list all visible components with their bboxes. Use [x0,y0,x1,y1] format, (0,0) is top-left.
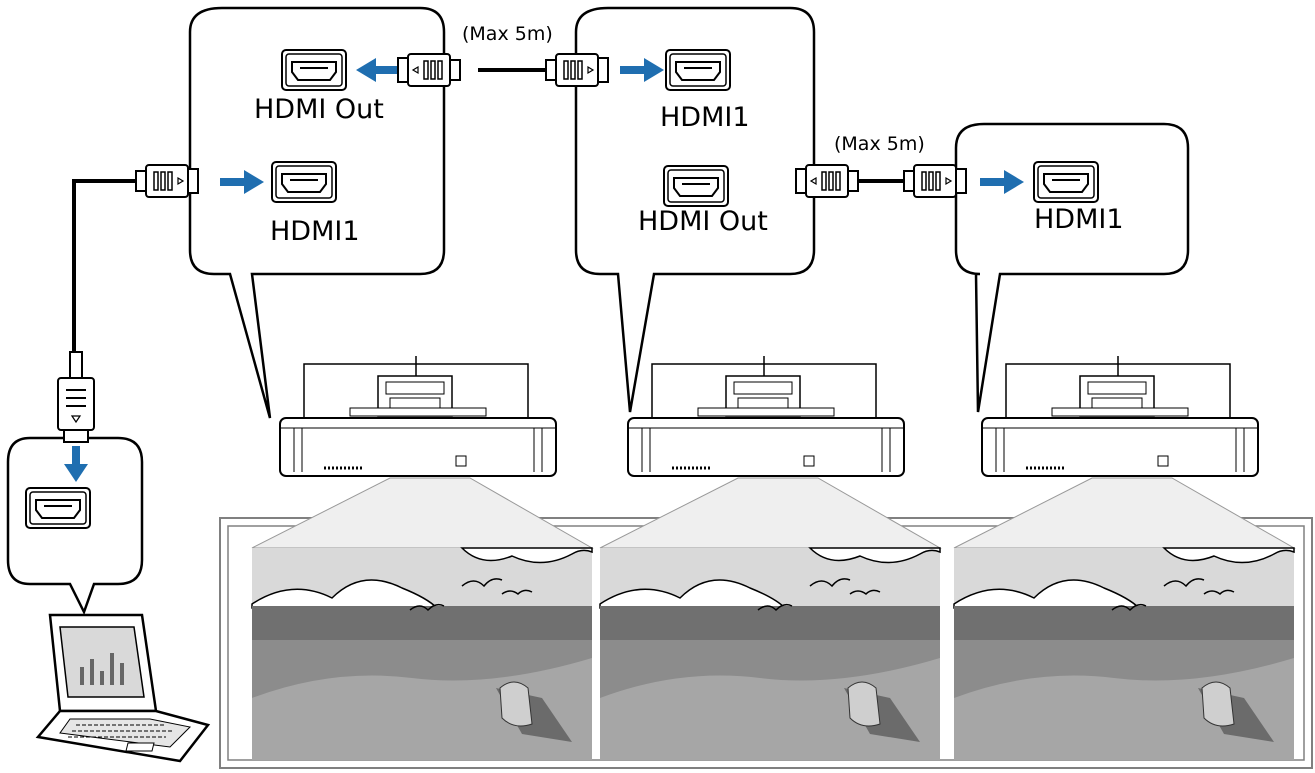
projected-image-2 [599,547,941,761]
projector-icon [278,354,558,478]
projection-beam-1 [251,477,594,549]
hdmi-out-port-icon [281,49,347,91]
laptop-icon [35,613,211,763]
callout-bubble-projector-3 [954,122,1190,413]
hdmi-out-label-2: HDMI Out [638,206,768,237]
hdmi-plug-icon [397,53,461,87]
callout-bubble-projector-2 [574,6,816,413]
hdmi1-label-3: HDMI1 [1034,204,1124,235]
projected-image-3 [953,547,1295,761]
projector-icon [626,354,906,478]
hdmi-plug-icon [795,164,859,198]
hdmi-plug-icon [545,53,609,87]
hdmi1-port-icon [271,161,337,203]
cable-laptop-to-projector-1 [72,179,138,352]
cable-max-length-label-2: (Max 5m) [834,133,925,155]
hdmi-out-label-1: HDMI Out [254,94,384,125]
arrow-icon [64,446,88,482]
hdmi1-label-2: HDMI1 [660,102,750,133]
hdmi-out-port-icon [663,165,729,207]
projection-beam-2 [599,477,942,549]
hdmi-plug-icon [903,164,967,198]
cable-max-length-label-1: (Max 5m) [462,23,553,45]
hdmi-plug-icon [57,351,95,443]
projected-image-1 [251,547,593,761]
callout-bubble-projector-1 [188,6,446,419]
hdmi-port-icon [25,487,91,529]
hdmi1-port-icon [665,49,731,91]
projection-beam-3 [953,477,1296,549]
hdmi1-port-icon [1033,161,1099,203]
hdmi-plug-icon [135,164,199,198]
projector-icon [980,354,1260,478]
hdmi1-label-1: HDMI1 [270,216,360,247]
